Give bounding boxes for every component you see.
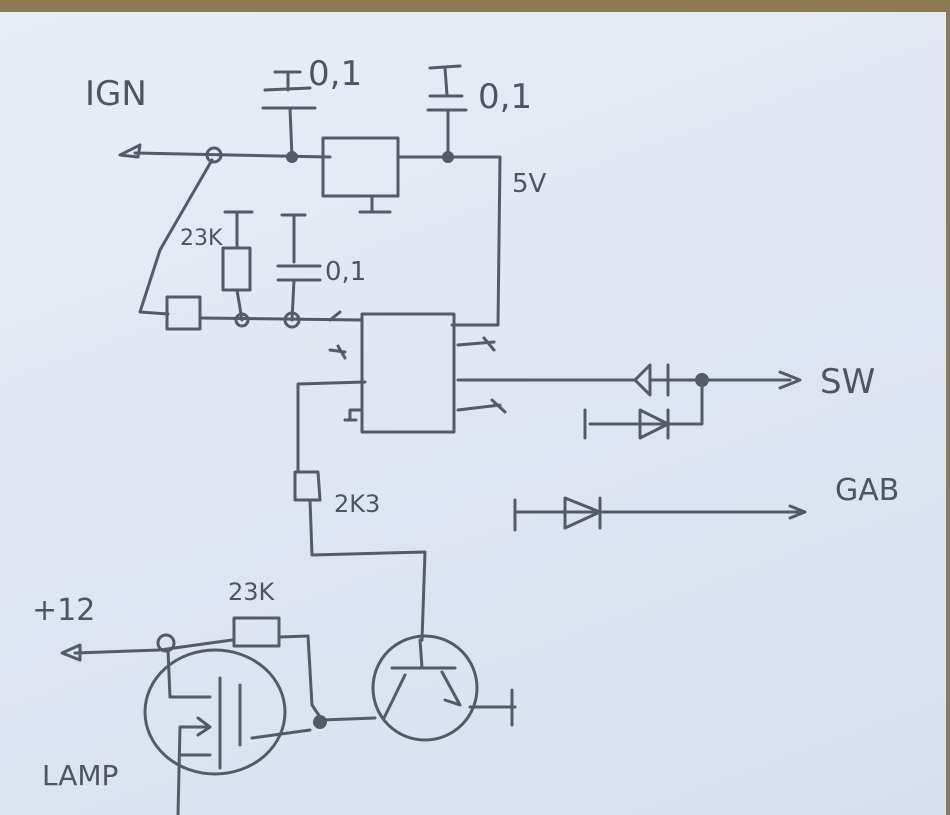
label-cap3: 0,1 (325, 257, 366, 287)
label-5v: 5V (512, 169, 547, 199)
bjt-transistor (371, 634, 517, 742)
label-r2: 2K3 (334, 490, 380, 518)
label-12v: +12 (32, 593, 95, 628)
label-r1: 23K (180, 226, 223, 251)
label-ign: IGN (85, 74, 147, 114)
label-sw: SW (820, 362, 875, 402)
label-cap1: 0,1 (308, 54, 362, 94)
label-gab: GAB (835, 473, 899, 508)
v12-line (60, 616, 377, 729)
label-lamp: LAMP (42, 759, 118, 792)
voltage-regulator (321, 136, 502, 327)
label-cap2: 0,1 (478, 77, 532, 117)
diode-gab (513, 496, 807, 532)
diode-sw (583, 363, 802, 440)
mosfet (143, 648, 312, 815)
resistor-2k3 (293, 470, 427, 642)
capacitor-2 (426, 64, 468, 163)
label-r3: 23K (228, 578, 276, 606)
capacitor-1 (261, 70, 317, 159)
paper-sheet (0, 12, 946, 815)
microcontroller (296, 310, 637, 474)
ign-wire (118, 143, 332, 164)
input-branch (138, 158, 364, 331)
